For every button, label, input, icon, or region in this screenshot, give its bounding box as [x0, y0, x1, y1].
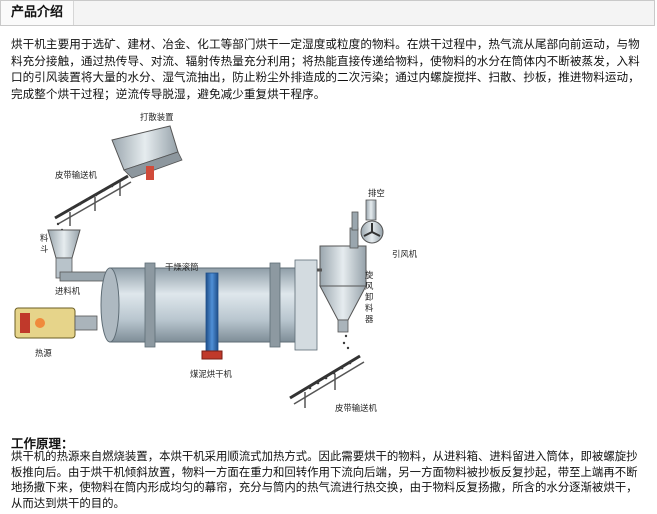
label-cyclone-5: 器 — [365, 314, 374, 324]
heat-source — [14, 307, 98, 339]
label-machine: 煤泥烘干机 — [190, 369, 232, 379]
label-belt-bottom: 皮带输送机 — [335, 403, 377, 413]
dryer-process-diagram: 打散装置 皮带输送机 料 斗 进料机 热源 — [14, 112, 418, 413]
induced-fan — [351, 199, 384, 244]
hopper — [47, 229, 81, 279]
label-exhaust: 排空 — [368, 188, 385, 198]
label-hopper-2: 斗 — [40, 244, 48, 254]
drying-drum — [100, 259, 318, 360]
belt-conveyor-bottom — [289, 334, 365, 408]
cyclone-separator — [317, 227, 367, 333]
label-fan: 引风机 — [392, 249, 418, 259]
scatter-device — [111, 125, 183, 180]
section-header: 产品介绍 — [0, 0, 655, 26]
label-belt-top: 皮带输送机 — [55, 170, 97, 180]
label-scatter-device: 打散装置 — [140, 112, 174, 122]
label-cyclone-2: 风 — [365, 281, 374, 291]
feeder — [59, 271, 111, 282]
label-feeder: 进料机 — [55, 286, 81, 296]
principle-title: 工作原理： — [11, 436, 74, 451]
belt-conveyor-top — [54, 174, 132, 237]
label-cyclone-3: 卸 — [365, 292, 373, 302]
tab-product-intro[interactable]: 产品介绍 — [1, 1, 75, 25]
principle-paragraph: 烘干机的热源来自燃烧装置，本烘干机采用顺流式加热方式。因此需要烘干的物料，从进料… — [11, 449, 638, 510]
label-drum: 干燥滚筒 — [165, 262, 199, 272]
label-heat-source: 热源 — [35, 348, 52, 358]
label-hopper-1: 料 — [40, 233, 49, 243]
label-cyclone-4: 料 — [365, 303, 374, 313]
label-cyclone-1: 旋 — [365, 270, 374, 280]
intro-paragraph: 烘干机主要用于选矿、建材、冶金、化工等部门烘干一定湿度或粒度的物料。在烘干过程中… — [11, 37, 640, 101]
